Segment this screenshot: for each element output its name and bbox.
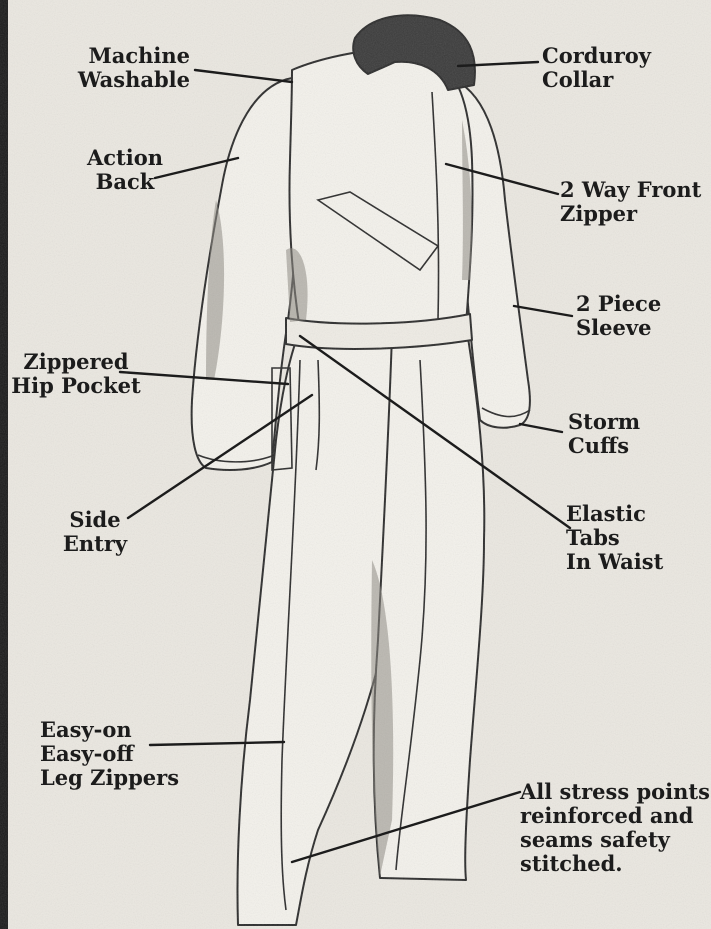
label-line: Elastic — [566, 502, 676, 526]
label-line: Side — [50, 508, 140, 532]
label-side-entry: Side Entry — [50, 508, 140, 556]
label-line: Tabs — [566, 526, 676, 550]
label-line: Hip Pocket — [10, 374, 142, 398]
label-line: Leg Zippers — [40, 766, 190, 790]
label-line: Machine — [30, 44, 190, 68]
label-line: Action — [80, 146, 170, 170]
label-piece-sleeve: 2 Piece Sleeve — [576, 292, 696, 340]
label-line: Sleeve — [576, 316, 696, 340]
label-line: seams safety — [520, 828, 708, 852]
label-line: 2 Piece — [576, 292, 696, 316]
label-machine-washable: Machine Washable — [30, 44, 190, 92]
label-line: Washable — [30, 68, 190, 92]
label-line: Zippered — [10, 350, 142, 374]
label-line: Zipper — [560, 202, 710, 226]
label-line: Easy-off — [40, 742, 190, 766]
label-line: Back — [80, 170, 170, 194]
label-line: reinforced and — [520, 804, 708, 828]
label-action-back: Action Back — [80, 146, 170, 194]
label-front-zipper: 2 Way Front Zipper — [560, 178, 710, 226]
label-leg-zippers: Easy-on Easy-off Leg Zippers — [40, 718, 190, 790]
label-line: stitched. — [520, 852, 708, 876]
label-line: Corduroy — [542, 44, 682, 68]
label-corduroy-collar: Corduroy Collar — [542, 44, 682, 92]
label-line: Storm — [568, 410, 668, 434]
label-zippered-hip-pocket: Zippered Hip Pocket — [10, 350, 142, 398]
label-line: Entry — [50, 532, 140, 556]
label-line: In Waist — [566, 550, 676, 574]
label-line: Easy-on — [40, 718, 190, 742]
label-stress-points: All stress points reinforced and seams s… — [520, 780, 708, 876]
label-line: 2 Way Front — [560, 178, 710, 202]
label-line: Cuffs — [568, 434, 668, 458]
label-elastic-tabs: Elastic Tabs In Waist — [566, 502, 676, 574]
label-line: All stress points — [520, 780, 708, 804]
label-line: Collar — [542, 68, 682, 92]
label-storm-cuffs: Storm Cuffs — [568, 410, 668, 458]
